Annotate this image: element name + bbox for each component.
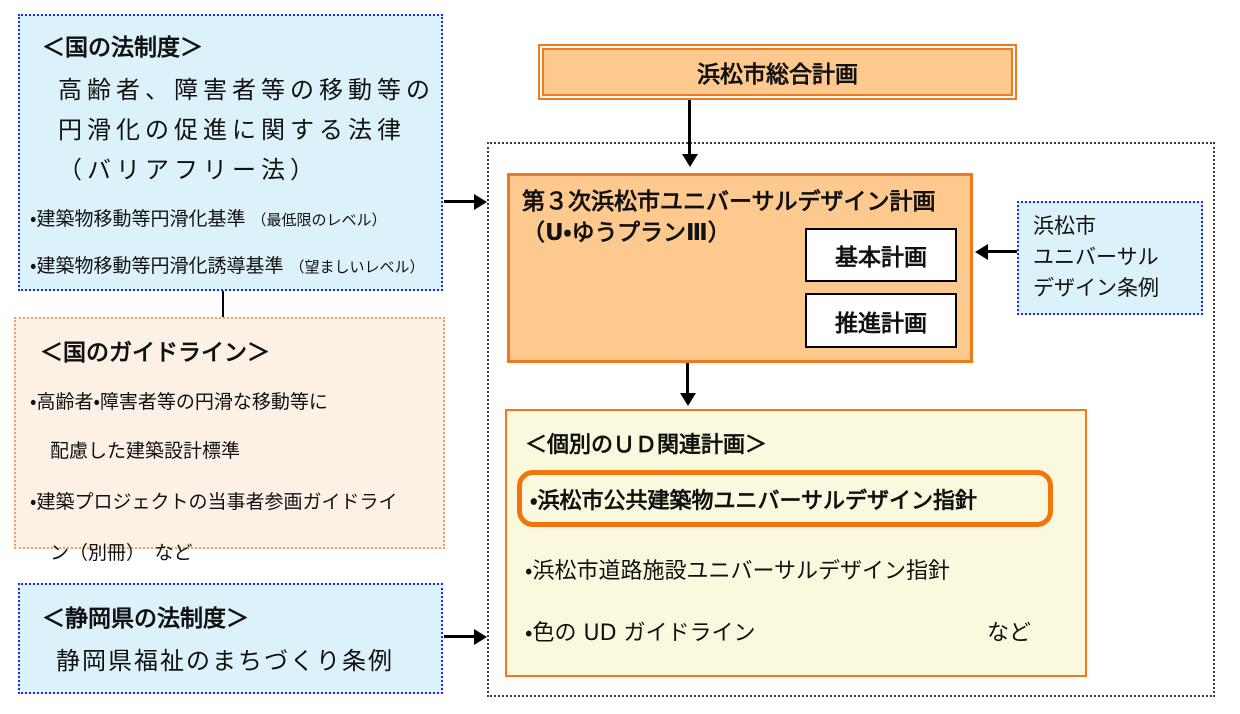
promotion-plan-label: 推進計画 — [835, 310, 927, 337]
national-law-line3: （バリアフリー法） — [58, 156, 319, 184]
shizuoka-law-title: ＜静岡県の法制度＞ — [42, 606, 249, 632]
national-law-title: ＜国の法制度＞ — [42, 35, 203, 61]
ud-ordinance-box: 浜松市 ユニバーサル デザイン条例 — [1017, 201, 1203, 315]
arrow-right-icon — [444, 194, 487, 210]
arrow-left-icon — [975, 244, 1017, 260]
basic-plan-box: 基本計画 — [805, 228, 957, 282]
arrow-right-icon — [444, 629, 487, 645]
individual-plan-item3-row: ・色の UD ガイドライン など — [525, 615, 1031, 647]
individual-plan-item3: ・色の UD ガイドライン — [525, 621, 756, 646]
city-master-plan-inner: 浜松市総合計画 — [542, 48, 1013, 96]
basic-plan-label: 基本計画 — [835, 245, 927, 271]
individual-plans-title: ＜個別のＵＤ関連計画＞ — [525, 433, 768, 458]
city-ud-plan-group-container — [487, 142, 1215, 697]
connector-line — [222, 291, 224, 317]
ud-ordinance-line2: ユニバーサル — [1033, 245, 1159, 269]
ud-ordinance-line3: デザイン条例 — [1033, 276, 1159, 300]
city-master-plan-box: 浜松市総合計画 — [538, 44, 1017, 100]
ud-ordinance-line1: 浜松市 — [1033, 214, 1096, 238]
ud-plan-title-line1: 第３次浜松市ユニバーサルデザイン計画 — [522, 189, 936, 215]
national-law-box: ＜国の法制度＞ 高齢者、障害者等の移動等の 円滑化の促進に関する法律 （バリアフ… — [18, 14, 443, 291]
national-law-bullet1-text: ・建築物移動等円滑化基準 — [30, 208, 246, 230]
national-law-line2: 円滑化の促進に関する法律 — [58, 116, 406, 144]
national-guideline-title: ＜国のガイドライン＞ — [40, 340, 270, 366]
individual-plan-item2: ・浜松市道路施設ユニバーサルデザイン指針 — [525, 559, 951, 584]
shizuoka-law-box: ＜静岡県の法制度＞ 静岡県福祉のまちづくり条例 — [18, 583, 443, 694]
ud-plan-title-line2: （U・ゆうプランⅢ） — [522, 220, 731, 246]
national-law-bullet2: ・建築物移動等円滑化誘導基準 （望ましいレベル） — [30, 251, 441, 278]
national-law-bullet1-note: （最低限のレベル） — [251, 211, 387, 229]
national-law-bullet2-note: （望ましいレベル） — [289, 258, 425, 276]
guideline-bullet2-line1: ・建築プロジェクトの当事者参画ガイドライ — [30, 491, 398, 513]
shizuoka-law-body: 静岡県福祉のまちづくり条例 — [56, 647, 394, 675]
national-law-bullet2-text: ・建築物移動等円滑化誘導基準 — [30, 255, 284, 277]
national-guideline-box: ＜国のガイドライン＞ ・高齢者・障害者等の円滑な移動等に 配慮した建築設計標準 … — [14, 317, 445, 564]
individual-plans-box: ＜個別のＵＤ関連計画＞ — [505, 409, 1087, 677]
guideline-bullet1-line2: 配慮した建築設計標準 — [50, 440, 241, 462]
highlighted-plan-pill: ・浜松市公共建築物ユニバーサルデザイン指針 — [517, 470, 1053, 527]
arrow-down-icon — [682, 100, 698, 167]
individual-plan-item3-suffix: など — [986, 621, 1031, 646]
guideline-bullet1-line1: ・高齢者・障害者等の円滑な移動等に — [30, 391, 328, 413]
national-law-line1: 高齢者、障害者等の移動等の — [58, 76, 435, 104]
promotion-plan-box: 推進計画 — [805, 293, 957, 348]
city-master-plan-label: 浜松市総合計画 — [697, 62, 858, 88]
arrow-down-icon — [680, 363, 696, 406]
guideline-bullet2-line2: ン（別冊） など — [50, 542, 193, 564]
highlighted-plan-label: ・浜松市公共建築物ユニバーサルデザイン指針 — [530, 488, 978, 514]
national-law-bullet1: ・建築物移動等円滑化基準 （最低限のレベル） — [30, 204, 441, 231]
